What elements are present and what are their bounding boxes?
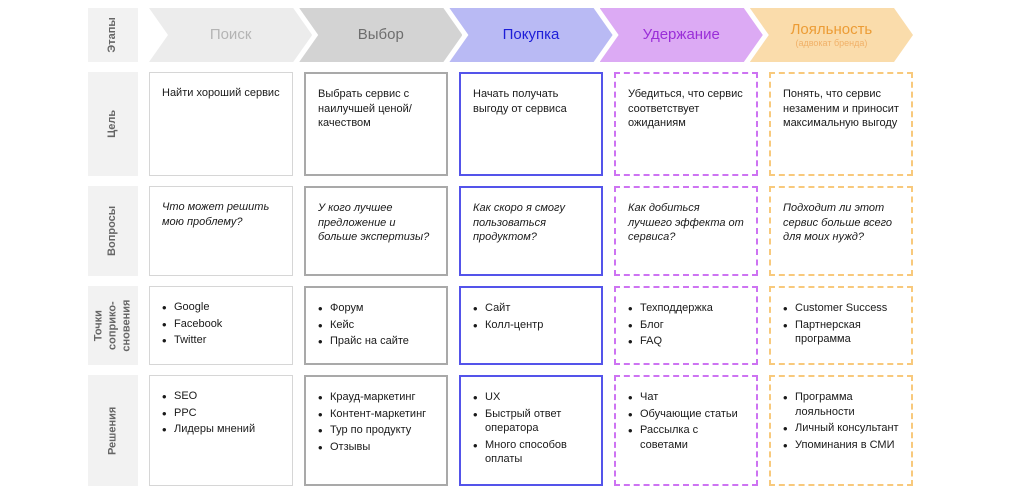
list-item: Программа лояльности: [783, 389, 899, 419]
stage-arrow-purchase: Покупка: [449, 8, 612, 62]
list-item: Лидеры мнений: [162, 421, 280, 438]
row-label-stages: Этапы: [88, 8, 138, 62]
cell-touchpoints-retention: Техподдержка Блог FAQ: [614, 286, 758, 365]
cell-questions-choice: У кого лучшее предложение и больше экспе…: [304, 186, 448, 276]
list-item: Тур по продукту: [318, 422, 434, 439]
cell-goal-choice: Выбрать сервис с наилучшей ценой/качеств…: [304, 72, 448, 176]
list-item: Кейс: [318, 317, 434, 334]
bullet-list: Сайт Колл-центр: [473, 300, 589, 334]
stage-arrow-choice: Выбор: [299, 8, 462, 62]
cell-text: Что может решить мою проблему?: [162, 201, 270, 228]
bullet-list: Программа лояльности Личный консультант …: [783, 389, 899, 454]
cell-text: Подходит ли этот сервис больше всего для…: [783, 202, 893, 244]
cell-solutions-purchase: UX Быстрый ответ оператора Много способо…: [459, 375, 603, 486]
stage-sublabel-loyalty: (адвокат бренда): [795, 37, 868, 48]
cell-text: Выбрать сервис с наилучшей ценой/качеств…: [318, 88, 412, 130]
stage-arrow-retention: Удержание: [600, 8, 763, 62]
bullet-list: UX Быстрый ответ оператора Много способо…: [473, 389, 589, 467]
row-label-questions-text: Вопросы: [106, 205, 119, 257]
row-label-solutions: Решения: [88, 375, 138, 486]
list-item: Контент-маркетинг: [318, 406, 434, 423]
stage-label-loyalty: Лояльность: [790, 21, 873, 39]
cell-goal-loyalty: Понять, что сервис незаменим и приносит …: [769, 72, 913, 176]
bullet-list: Техподдержка Блог FAQ: [628, 300, 744, 350]
list-item: Крауд-маркетинг: [318, 389, 434, 406]
cell-text: У кого лучшее предложение и больше экспе…: [318, 202, 430, 244]
cell-goal-purchase: Начать получать выгоду от сервиса: [459, 72, 603, 176]
cell-text: Начать получать выгоду от сервиса: [473, 88, 567, 115]
list-item: Сайт: [473, 300, 589, 317]
list-item: Чат: [628, 389, 744, 406]
stage-label-purchase: Покупка: [502, 26, 560, 44]
list-item: Прайс на сайте: [318, 333, 434, 350]
list-item: Twitter: [162, 332, 280, 349]
bullet-list: Google Facebook Twitter: [162, 299, 280, 349]
stage-arrow-loyalty: Лояльность (адвокат бренда): [750, 8, 913, 62]
bullet-list: Customer Success Партнерская программа: [783, 300, 899, 347]
list-item: Форум: [318, 300, 434, 317]
cell-text: Понять, что сервис незаменим и приносит …: [783, 88, 899, 130]
list-item: Быстрый ответ оператора: [473, 406, 589, 436]
list-item: Колл-центр: [473, 317, 589, 334]
row-label-questions: Вопросы: [88, 186, 138, 276]
list-item: Рассылка с советами: [628, 422, 744, 452]
list-item: Facebook: [162, 316, 280, 333]
cell-solutions-search: SEO PPC Лидеры мнений: [149, 375, 293, 486]
stage-label-search: Поиск: [209, 26, 252, 44]
cell-goal-retention: Убедиться, что сервис соответствует ожид…: [614, 72, 758, 176]
list-item: PPC: [162, 405, 280, 422]
bullet-list: Крауд-маркетинг Контент-маркетинг Тур по…: [318, 389, 434, 456]
list-item: SEO: [162, 388, 280, 405]
cell-touchpoints-choice: Форум Кейс Прайс на сайте: [304, 286, 448, 365]
cell-solutions-retention: Чат Обучающие статьи Рассылка с советами: [614, 375, 758, 486]
cell-text: Найти хороший сервис: [162, 87, 280, 99]
list-item: Обучающие статьи: [628, 406, 744, 423]
stages-header: Поиск Выбор Покупка Удержание Лояльность…: [149, 8, 913, 62]
cell-touchpoints-loyalty: Customer Success Партнерская программа: [769, 286, 913, 365]
bullet-list: Чат Обучающие статьи Рассылка с советами: [628, 389, 744, 452]
stage-arrow-search: Поиск: [149, 8, 312, 62]
row-label-goal-text: Цель: [106, 109, 119, 139]
stage-label-choice: Выбор: [357, 26, 404, 44]
cell-text: Как добиться лучшего эффекта от сервиса?: [628, 202, 744, 244]
cell-solutions-choice: Крауд-маркетинг Контент-маркетинг Тур по…: [304, 375, 448, 486]
stage-label-retention: Удержание: [642, 26, 720, 44]
list-item: Техподдержка: [628, 300, 744, 317]
row-label-stages-text: Этапы: [106, 17, 119, 53]
cell-questions-retention: Как добиться лучшего эффекта от сервиса?: [614, 186, 758, 276]
bullet-list: Форум Кейс Прайс на сайте: [318, 300, 434, 350]
list-item: UX: [473, 389, 589, 406]
cell-questions-purchase: Как скоро я смогу пользоваться продуктом…: [459, 186, 603, 276]
cell-goal-search: Найти хороший сервис: [149, 72, 293, 176]
row-label-goal: Цель: [88, 72, 138, 176]
cjm-grid: Этапы Поиск Выбор Покупка Удержание Лоял…: [88, 8, 913, 486]
row-label-touchpoints-text: Точки соприко- сновения: [92, 299, 132, 352]
list-item: Много способов оплаты: [473, 437, 589, 467]
cell-questions-loyalty: Подходит ли этот сервис больше всего для…: [769, 186, 913, 276]
list-item: Customer Success: [783, 300, 899, 317]
cell-text: Убедиться, что сервис соответствует ожид…: [628, 88, 743, 130]
bullet-list: SEO PPC Лидеры мнений: [162, 388, 280, 438]
list-item: Партнерская программа: [783, 317, 899, 347]
row-label-touchpoints: Точки соприко- сновения: [88, 286, 138, 365]
cell-touchpoints-purchase: Сайт Колл-центр: [459, 286, 603, 365]
cell-questions-search: Что может решить мою проблему?: [149, 186, 293, 276]
list-item: Личный консультант: [783, 420, 899, 437]
list-item: Блог: [628, 317, 744, 334]
row-label-solutions-text: Решения: [106, 406, 119, 455]
list-item: Google: [162, 299, 280, 316]
list-item: Отзывы: [318, 439, 434, 456]
list-item: Упоминания в СМИ: [783, 437, 899, 454]
cell-text: Как скоро я смогу пользоваться продуктом…: [473, 202, 565, 244]
cell-solutions-loyalty: Программа лояльности Личный консультант …: [769, 375, 913, 486]
list-item: FAQ: [628, 333, 744, 350]
cell-touchpoints-search: Google Facebook Twitter: [149, 286, 293, 365]
